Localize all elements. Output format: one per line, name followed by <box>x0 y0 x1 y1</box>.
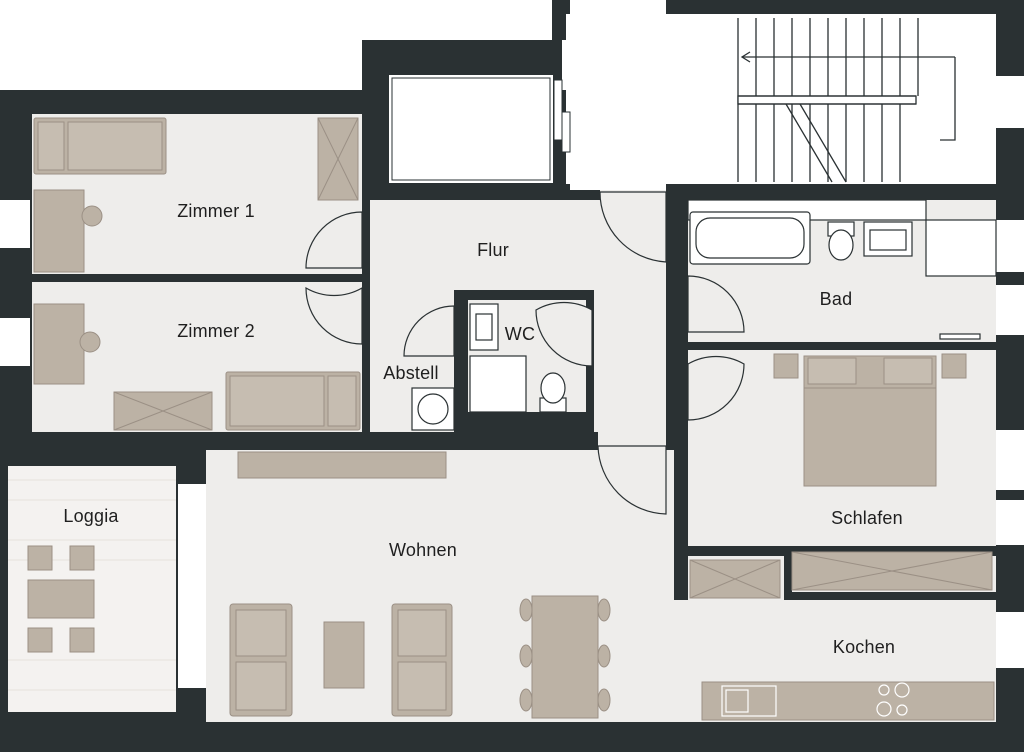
windows <box>0 76 1024 688</box>
room-label-bad: Bad <box>819 289 853 309</box>
room-label-wohnen: Wohnen <box>389 540 457 560</box>
kitchen-fixtures <box>721 682 910 717</box>
room-label-kochen: Kochen <box>832 637 896 657</box>
furniture <box>27 117 995 721</box>
room-label-flur: Flur <box>477 240 509 260</box>
sanitary-fixtures <box>411 199 997 431</box>
room-label-wc: WC <box>504 324 536 344</box>
room-label-zimmer1: Zimmer 1 <box>177 201 255 221</box>
room-label-zimmer2: Zimmer 2 <box>177 321 255 341</box>
doors <box>305 191 745 515</box>
room-label-loggia: Loggia <box>63 506 119 526</box>
room-label-schlafen: Schlafen <box>831 508 903 528</box>
room-label-abstell: Abstell <box>383 363 439 383</box>
stairwell <box>387 0 996 190</box>
